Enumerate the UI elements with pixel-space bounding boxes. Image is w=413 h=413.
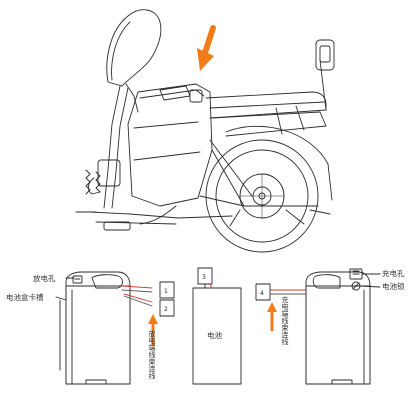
seat-backrest xyxy=(106,9,162,87)
battery-lock-label: 电池锁 xyxy=(382,282,405,291)
connector-4-number: 4 xyxy=(260,290,264,297)
charge-port-label: 充电孔 xyxy=(382,269,405,278)
connector-4 xyxy=(255,283,271,301)
battery-slot-charge-view xyxy=(305,268,381,385)
connector-1 xyxy=(159,281,175,299)
tail-light xyxy=(315,39,335,71)
battery-slot-discharge-view xyxy=(59,271,131,385)
discharge-port xyxy=(72,275,83,284)
battery-standalone xyxy=(192,267,242,385)
connector-1-number: 1 xyxy=(164,288,168,295)
charge-wire-label: 充电端线束连线 xyxy=(281,296,289,345)
discharge-wire-label: 放电端线束连线 xyxy=(148,330,156,379)
battery-label: 电池 xyxy=(207,331,222,340)
rear-wheel xyxy=(205,139,319,253)
discharge-wires xyxy=(121,285,153,307)
discharge-port-label: 放电孔 xyxy=(33,274,56,283)
scooter-illustration xyxy=(75,9,335,253)
battery-box-slot-label: 电池盒卡槽 xyxy=(6,293,44,302)
steering-column xyxy=(103,85,129,209)
connector-3-number: 3 xyxy=(202,274,206,281)
insert-direction-arrow xyxy=(197,25,216,71)
connector-2 xyxy=(159,299,175,317)
connector-2-number: 2 xyxy=(164,306,168,313)
battery-housing xyxy=(127,83,213,207)
seat-platform xyxy=(205,91,327,119)
